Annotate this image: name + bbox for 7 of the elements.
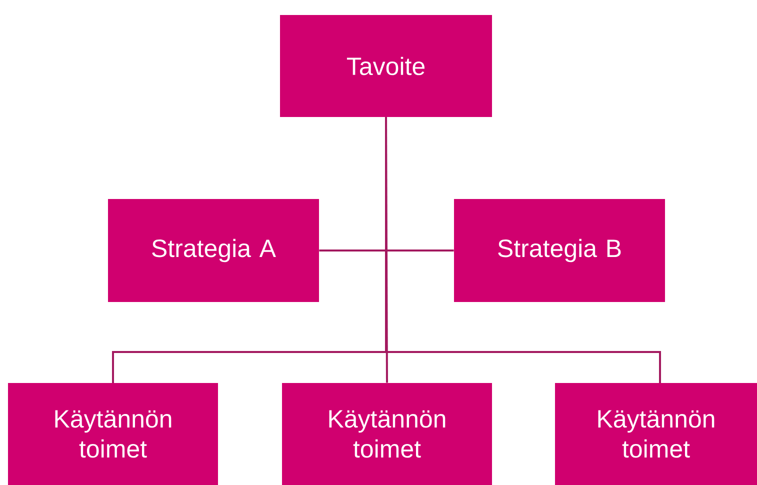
process-box: Käytännön toimet: [8, 383, 218, 485]
connector-line: [385, 117, 661, 383]
process-box: Strategia A: [108, 199, 319, 302]
process-box: Strategia B: [454, 199, 665, 302]
process-box: Tavoite: [280, 15, 492, 117]
process-box: Käytännön toimet: [282, 383, 492, 485]
process-box: Käytännön toimet: [555, 383, 757, 485]
